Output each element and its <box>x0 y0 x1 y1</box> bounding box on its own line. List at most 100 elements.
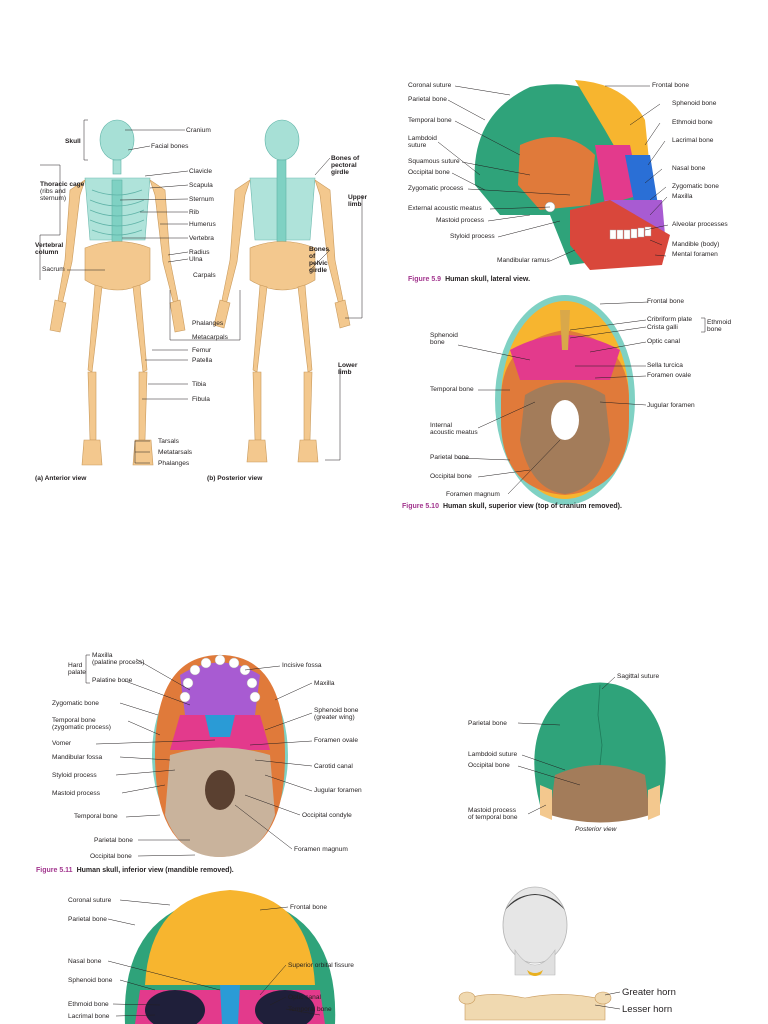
skeleton-center-label: Cranium <box>186 127 211 134</box>
skull-superior-label: bone <box>430 339 445 346</box>
skeleton-center-label: Femur <box>192 347 212 354</box>
skull-superior-label: Internal <box>430 422 452 429</box>
skull-posterior-label: Parietal bone <box>468 720 507 727</box>
skeleton-caption-posterior: (b) Posterior view <box>207 475 263 482</box>
skeleton-right-label: limb <box>348 201 362 208</box>
skull-anterior-label: Nasal bone <box>68 958 102 965</box>
skull-inferior-label: Maxilla <box>314 680 335 687</box>
skeleton-center-label: Phalanges <box>192 320 224 327</box>
skull-lateral-label: Coronal suture <box>408 82 452 89</box>
skull-lateral-label: Mental foramen <box>672 251 718 258</box>
skull-inferior-label: Foramen magnum <box>294 846 348 853</box>
skeleton-center-label: Sternum <box>189 196 214 203</box>
skull-anterior-label: Temporal bone <box>288 1006 332 1013</box>
skeleton-center-label: Humerus <box>189 221 216 228</box>
skeleton-right-label: girdle <box>331 169 349 176</box>
skeleton-center-label: Rib <box>189 209 199 216</box>
skeleton-right-label: Lower <box>338 362 358 369</box>
skeleton-center-label: Carpals <box>193 272 216 279</box>
skeleton-left-label: Thoracic cage <box>40 181 85 188</box>
skull-inferior-label: Mastoid process <box>52 790 101 797</box>
skull-inferior-label: (zygomatic process) <box>52 724 111 731</box>
caption-text: Human skull, lateral view. <box>445 276 531 283</box>
caption-number: Figure 5.10 <box>402 503 439 510</box>
skull-posterior-illustration <box>517 676 666 823</box>
skull-superior-figure: Frontal bone Cribriform plate Crista gal… <box>400 290 732 515</box>
caption-number: Figure 5.9 <box>408 276 442 283</box>
skull-inferior-label: Incisive fossa <box>282 662 322 669</box>
skull-lateral-label: Temporal bone <box>408 117 452 124</box>
skull-posterior-label: Lambdoid suture <box>468 751 518 758</box>
skeleton-center-label: Phalanges <box>158 460 190 467</box>
skull-posterior-caption: Posterior view <box>575 826 617 833</box>
skull-posterior-label: Occipital bone <box>468 762 510 769</box>
skull-lateral-label: Mandible (body) <box>672 241 720 248</box>
skeleton-center-label: Tarsals <box>158 438 179 445</box>
skull-anterior-label: Lacrimal bone <box>68 1013 110 1020</box>
skull-lateral-label: Mandibular ramus <box>497 257 550 264</box>
skeleton-illustration <box>39 119 363 466</box>
skull-lateral-label: Lacrimal bone <box>672 137 714 144</box>
skull-inferior-label: Temporal bone <box>74 813 118 820</box>
skull-superior-label: Occipital bone <box>430 473 472 480</box>
skull-superior-label: Foramen ovale <box>647 372 691 379</box>
skull-superior-label: Jugular foramen <box>647 402 695 409</box>
skull-inferior-illustration <box>85 654 313 857</box>
skull-lateral-label: Ethmoid bone <box>672 119 713 126</box>
skeleton-center-label: Metacarpals <box>192 334 228 341</box>
skeleton-left-label: sternum) <box>40 195 67 202</box>
skeleton-right-label: pectoral <box>331 162 357 169</box>
skull-superior-label: bone <box>707 326 722 333</box>
skull-superior-label: Sella turcica <box>647 362 683 369</box>
head-hyoid-illustration <box>458 886 621 1021</box>
skeleton-right-label: Bones of <box>331 155 360 162</box>
skeleton-right-label: Upper <box>348 194 368 201</box>
skull-anterior-label: Sphenoid bone <box>68 977 113 984</box>
skull-inferior-label: palate <box>68 669 86 676</box>
skull-superior-label: Ethmoid <box>707 319 732 326</box>
skull-inferior-label: Jugular foramen <box>314 787 362 794</box>
skull-anterior-label: Frontal bone <box>290 904 328 911</box>
skeleton-center-label: Ulna <box>189 256 203 263</box>
skull-inferior-figure: Hard palate Maxilla (palatine process) P… <box>30 645 375 880</box>
skull-anterior-label: Superior orbital fissure <box>288 962 354 969</box>
skull-inferior-label: Mandibular fossa <box>52 754 103 761</box>
skull-anterior-figure: Coronal suture Parietal bone Nasal bone … <box>60 885 380 1024</box>
skull-inferior-label: Zygomatic bone <box>52 700 99 707</box>
skull-lateral-label: Parietal bone <box>408 96 447 103</box>
skull-inferior-label: Maxilla <box>92 652 113 659</box>
skull-inferior-label: Carotid canal <box>314 763 353 770</box>
skull-lateral-label: Zygomatic process <box>408 185 464 192</box>
skeleton-center-label: Metatarsals <box>158 449 193 456</box>
skull-anterior-label: Coronal suture <box>68 897 112 904</box>
skeleton-left-label: Skull <box>65 138 81 145</box>
skull-anterior-label: Optic canal <box>288 994 321 1001</box>
skull-lateral-label: Mastoid process <box>436 217 485 224</box>
skeleton-center-label: Clavicle <box>189 168 213 175</box>
skull-lateral-label: Lambdoid <box>408 135 437 142</box>
skeleton-left-label: Vertebral <box>35 242 64 249</box>
skeleton-center-label: Fibula <box>192 396 210 403</box>
skull-lateral-label: Alveolar processes <box>672 221 728 228</box>
skull-superior-label: Optic canal <box>647 338 680 345</box>
hyoid-figure: Greater horn Lesser horn <box>455 880 735 1024</box>
skull-superior-label: acoustic meatus <box>430 429 478 436</box>
skull-lateral-label: Nasal bone <box>672 165 706 172</box>
skull-lateral-label: Frontal bone <box>652 82 690 89</box>
skeleton-right-label: limb <box>338 369 352 376</box>
skeleton-right-label: girdle <box>309 267 327 274</box>
skeleton-center-label: Tibia <box>192 381 207 388</box>
skeleton-right-label: pelvic <box>309 260 328 267</box>
skull-anterior-label: Ethmoid bone <box>68 1001 109 1008</box>
skeleton-caption-anterior: (a) Anterior view <box>35 475 87 482</box>
skull-superior-illustration <box>457 295 706 505</box>
skull-superior-label: Foramen magnum <box>446 491 500 498</box>
skull-inferior-label: Temporal bone <box>52 717 96 724</box>
skull-inferior-label: Occipital bone <box>90 853 132 860</box>
skeleton-figure: Skull Thoracic cage (ribs and sternum) V… <box>0 0 380 500</box>
skeleton-center-label: Patella <box>192 357 213 364</box>
skeleton-center-label: Vertebra <box>189 235 214 242</box>
